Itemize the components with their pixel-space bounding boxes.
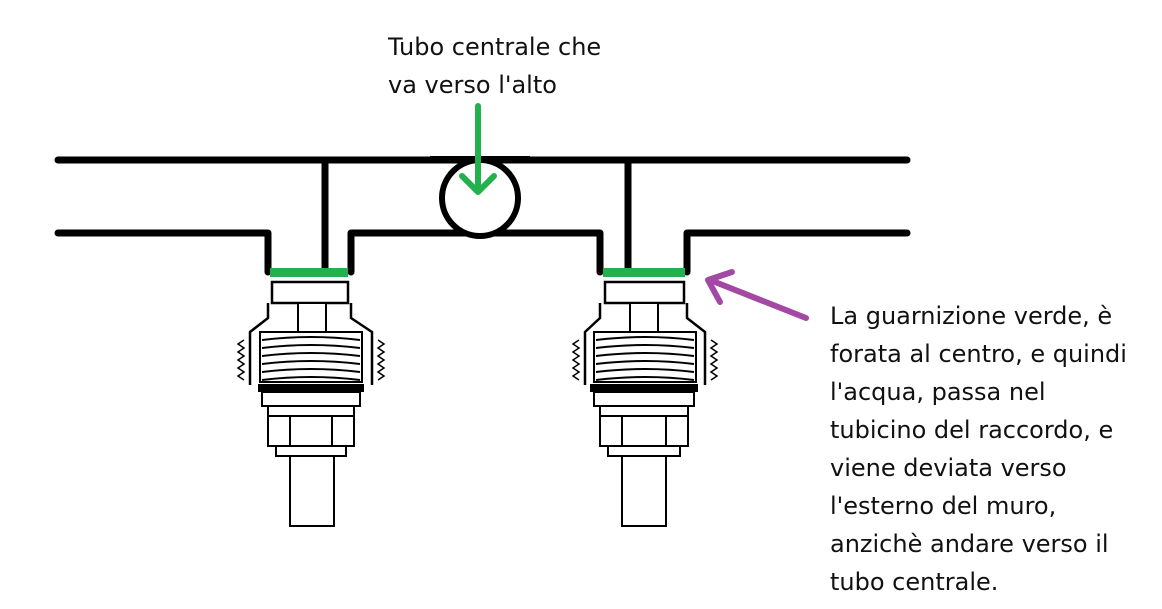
central-pipe-label: Tubo centrale che va verso l'alto bbox=[388, 28, 668, 104]
gasket-note-line-1: La guarnizione verde, è bbox=[830, 302, 1113, 330]
left-valve-oring bbox=[258, 384, 364, 392]
left-valve-body-right bbox=[349, 303, 374, 385]
left-valve-nut-top bbox=[261, 391, 361, 407]
right-valve-nut-top bbox=[593, 391, 695, 407]
right-valve-thread-lines bbox=[571, 336, 719, 381]
gasket-note-line-4: tubicino del raccordo, e bbox=[830, 416, 1114, 444]
right-valve-spindle bbox=[621, 455, 667, 527]
left-valve-nut-base bbox=[275, 445, 347, 457]
gasket-note-line-7: anzichè andare verso il bbox=[830, 530, 1109, 558]
gasket-note-line-3: l'acqua, passa nel bbox=[830, 378, 1046, 406]
right-valve-cap bbox=[603, 280, 686, 305]
right-valve-body-left bbox=[583, 303, 602, 385]
right-valve-threads bbox=[593, 331, 697, 383]
left-valve-threads bbox=[259, 331, 363, 383]
main-pipe-bottom-wall-right bbox=[683, 229, 911, 276]
gasket-note-line-6: l'esterno del muro, bbox=[830, 492, 1057, 520]
left-valve-cap bbox=[270, 280, 350, 305]
left-valve-body-left bbox=[248, 303, 270, 385]
right-valve-stem bbox=[629, 302, 659, 336]
purple-arrow bbox=[705, 269, 809, 321]
left-valve-spindle bbox=[289, 455, 335, 527]
central-pipe-label-line-1: Tubo centrale che bbox=[388, 33, 602, 61]
left-valve-stem bbox=[297, 302, 327, 336]
right-valve-nut-mid bbox=[599, 405, 689, 417]
right-valve-oring bbox=[590, 384, 698, 392]
right-gasket bbox=[603, 268, 685, 277]
gasket-note: La guarnizione verde, è forata al centro… bbox=[830, 297, 1160, 601]
left-valve-thread-lines bbox=[236, 336, 386, 381]
right-valve bbox=[571, 268, 719, 527]
left-gasket bbox=[270, 268, 348, 277]
gasket-note-line-2: forata al centro, e quindi bbox=[830, 340, 1127, 368]
green-arrow bbox=[459, 103, 497, 195]
central-pipe-label-line-2: va verso l'alto bbox=[388, 71, 557, 99]
main-pipe-bottom-wall-left bbox=[54, 229, 272, 276]
gasket-note-line-8: tubo centrale. bbox=[830, 568, 999, 596]
gasket-note-line-5: viene deviata verso bbox=[830, 454, 1067, 482]
right-valve-nut bbox=[599, 415, 689, 447]
right-valve-body-right bbox=[685, 303, 707, 385]
left-valve bbox=[236, 268, 386, 527]
left-valve-nut-mid bbox=[267, 405, 355, 417]
right-valve-nut-base bbox=[607, 445, 681, 457]
left-valve-nut bbox=[267, 415, 355, 447]
main-pipe-bottom-wall-middle bbox=[347, 229, 604, 276]
